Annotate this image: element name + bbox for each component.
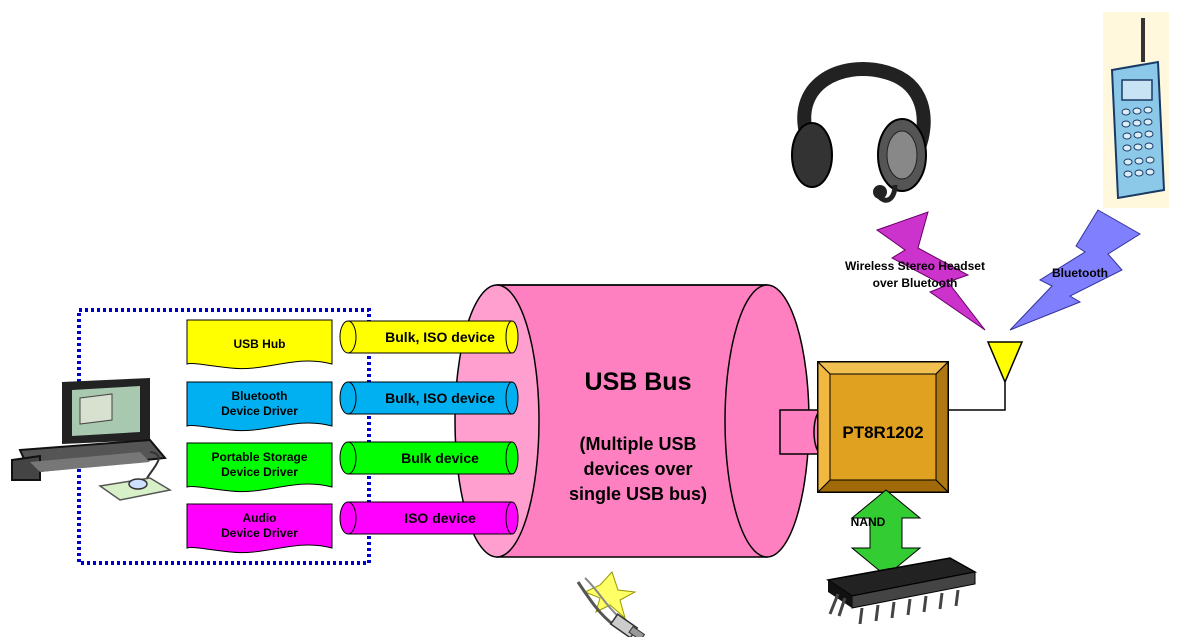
usb-bus-subtitle-3: single USB bus) (569, 484, 707, 504)
usb-bus-title: USB Bus (585, 368, 692, 396)
chip-label: PT8R1202 (842, 423, 923, 442)
usb-plug-icon (576, 571, 646, 637)
pipe-label: Bulk device (401, 450, 479, 466)
pipe-label: Bulk, ISO device (385, 329, 495, 345)
host-boundary (77, 308, 371, 565)
laptop-icon (11, 378, 173, 501)
driver-card-label: Bluetooth (232, 389, 288, 403)
pipe-opening (339, 441, 357, 475)
usb-bus-cylinder (454, 284, 810, 558)
driver-card-label: Device Driver (221, 526, 298, 540)
chip-pt8r1202 (816, 360, 950, 494)
usb-pipe: Bulk, ISO device (339, 381, 519, 415)
headset-link-label-2: over Bluetooth (873, 276, 958, 290)
pipe-opening (339, 381, 357, 415)
headset-bluetooth-bolt (875, 211, 986, 331)
pipe-label: ISO device (404, 510, 476, 526)
pipe-body (347, 441, 513, 475)
usb-pipe: Bulk, ISO device (339, 320, 519, 354)
pipe-end (505, 501, 519, 535)
usb-pipe: ISO device (339, 501, 519, 535)
pipe-label: Bulk, ISO device (385, 390, 495, 406)
antenna-wire (948, 382, 1006, 411)
driver-card-label: Audio (243, 511, 277, 525)
driver-card-shape (186, 442, 333, 493)
phone-bluetooth-bolt (1009, 209, 1141, 331)
usb-bus-subtitle-2: devices over (583, 459, 692, 479)
nand-double-arrow (850, 489, 922, 577)
pipe-end (505, 381, 519, 415)
phone-link-label: Bluetooth (1052, 266, 1108, 280)
antenna-icon (986, 341, 1024, 384)
driver-card-label: Device Driver (221, 404, 298, 418)
pipe-opening (339, 501, 357, 535)
pipe-end (505, 320, 519, 354)
device-driver-card: USB Hub (186, 319, 333, 370)
pipe-body (347, 501, 513, 535)
headset-link-label-1: Wireless Stereo Headset (845, 259, 985, 273)
nand-label: NAND (851, 515, 886, 529)
pipe-end (505, 441, 519, 475)
usb-pipe: Bulk device (339, 441, 519, 475)
phone-icon (1103, 12, 1169, 208)
nand-chip-icon (826, 557, 978, 625)
driver-card-label: Device Driver (221, 465, 298, 479)
usb-bus-subtitle-1: (Multiple USB (580, 434, 697, 454)
driver-card-label: USB Hub (234, 337, 286, 351)
headset-icon (791, 62, 931, 203)
driver-card-label: Portable Storage (211, 450, 307, 464)
driver-card-shape (186, 319, 333, 370)
driver-card-shape (186, 381, 333, 432)
driver-card-shape (186, 503, 333, 554)
pipe-opening (339, 320, 357, 354)
